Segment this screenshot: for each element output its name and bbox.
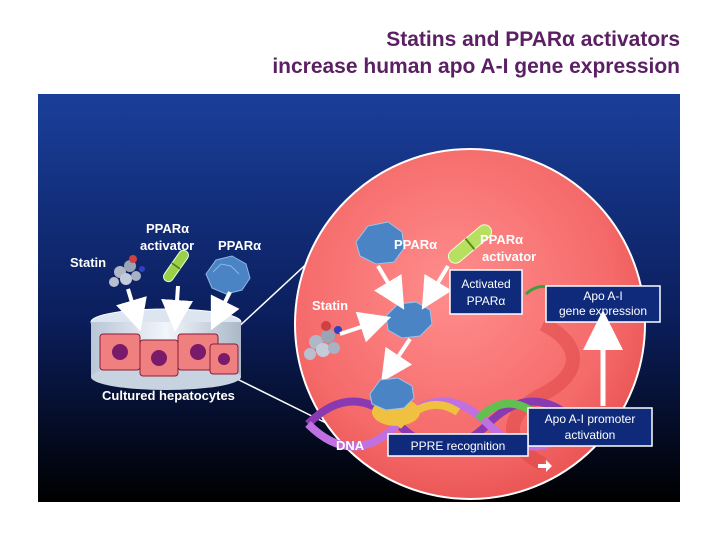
statin-molecule-circle-icon [304,321,342,360]
arrow-ppar-to-activated [374,264,405,310]
label-statin-circle: Statin [312,298,348,313]
box-ppre: PPRE recognition [411,439,506,453]
statin-molecule-icon [109,255,145,287]
arrow-activator-to-activated [421,264,452,310]
label-ppar-activator-circle-1: PPARα [480,232,523,247]
label-ppar-activator-circle-2: activator [482,249,536,264]
box-apo-expr-line-1: Apo A-I [583,289,622,303]
box-activated-line-1: Activated [461,277,510,291]
box-activated-line-2: PPARα [467,294,506,308]
slide-title: Statins and PPARα activators increase hu… [272,26,680,80]
ppar-protein-circle-icon [355,221,405,265]
title-line-2: increase human apo A-I gene expression [272,55,680,78]
hepatocyte-cell-icon [99,333,239,377]
ppar-activator-capsule-icon [163,249,189,283]
title-line-1: Statins and PPARα activators [386,28,680,51]
box-promoter-line-2: activation [565,428,616,442]
promoter-activation-box [527,407,653,447]
small-right-arrow-icon [538,460,552,472]
box-promoter-line-1: Apo A-I promoter [545,412,636,426]
ppar-activator-circle-icon [447,224,493,264]
arrow-statin-to-activated [339,311,392,343]
label-ppar-activator-left-2: activator [140,238,194,253]
box-apo-expr-line-2: gene expression [559,304,647,318]
ppar-protein-icon [205,255,251,295]
arrow-statin-dish [116,288,147,332]
dna-bound-ppar-icon [369,377,420,426]
arrow-ppar-dish [210,291,240,331]
label-dna: DNA [336,438,365,453]
arrow-activator-dish [161,285,194,332]
arrow-activated-to-dna [381,337,413,383]
label-ppar-left: PPARα [218,238,261,253]
activated-ppar-box [449,269,523,315]
diagram-svg: Statin PPARα activator PPARα Cultured he… [38,94,680,502]
ppre-recognition-box [387,433,529,457]
label-cultured-hepatocytes: Cultured hepatocytes [102,388,235,403]
label-statin-left: Statin [70,255,106,270]
diagram-panel: Statin PPARα activator PPARα Cultured he… [38,94,680,502]
label-ppar-activator-left-1: PPARα [146,221,189,236]
label-ppar-circle: PPARα [394,237,437,252]
culture-dish-icon [90,308,242,390]
